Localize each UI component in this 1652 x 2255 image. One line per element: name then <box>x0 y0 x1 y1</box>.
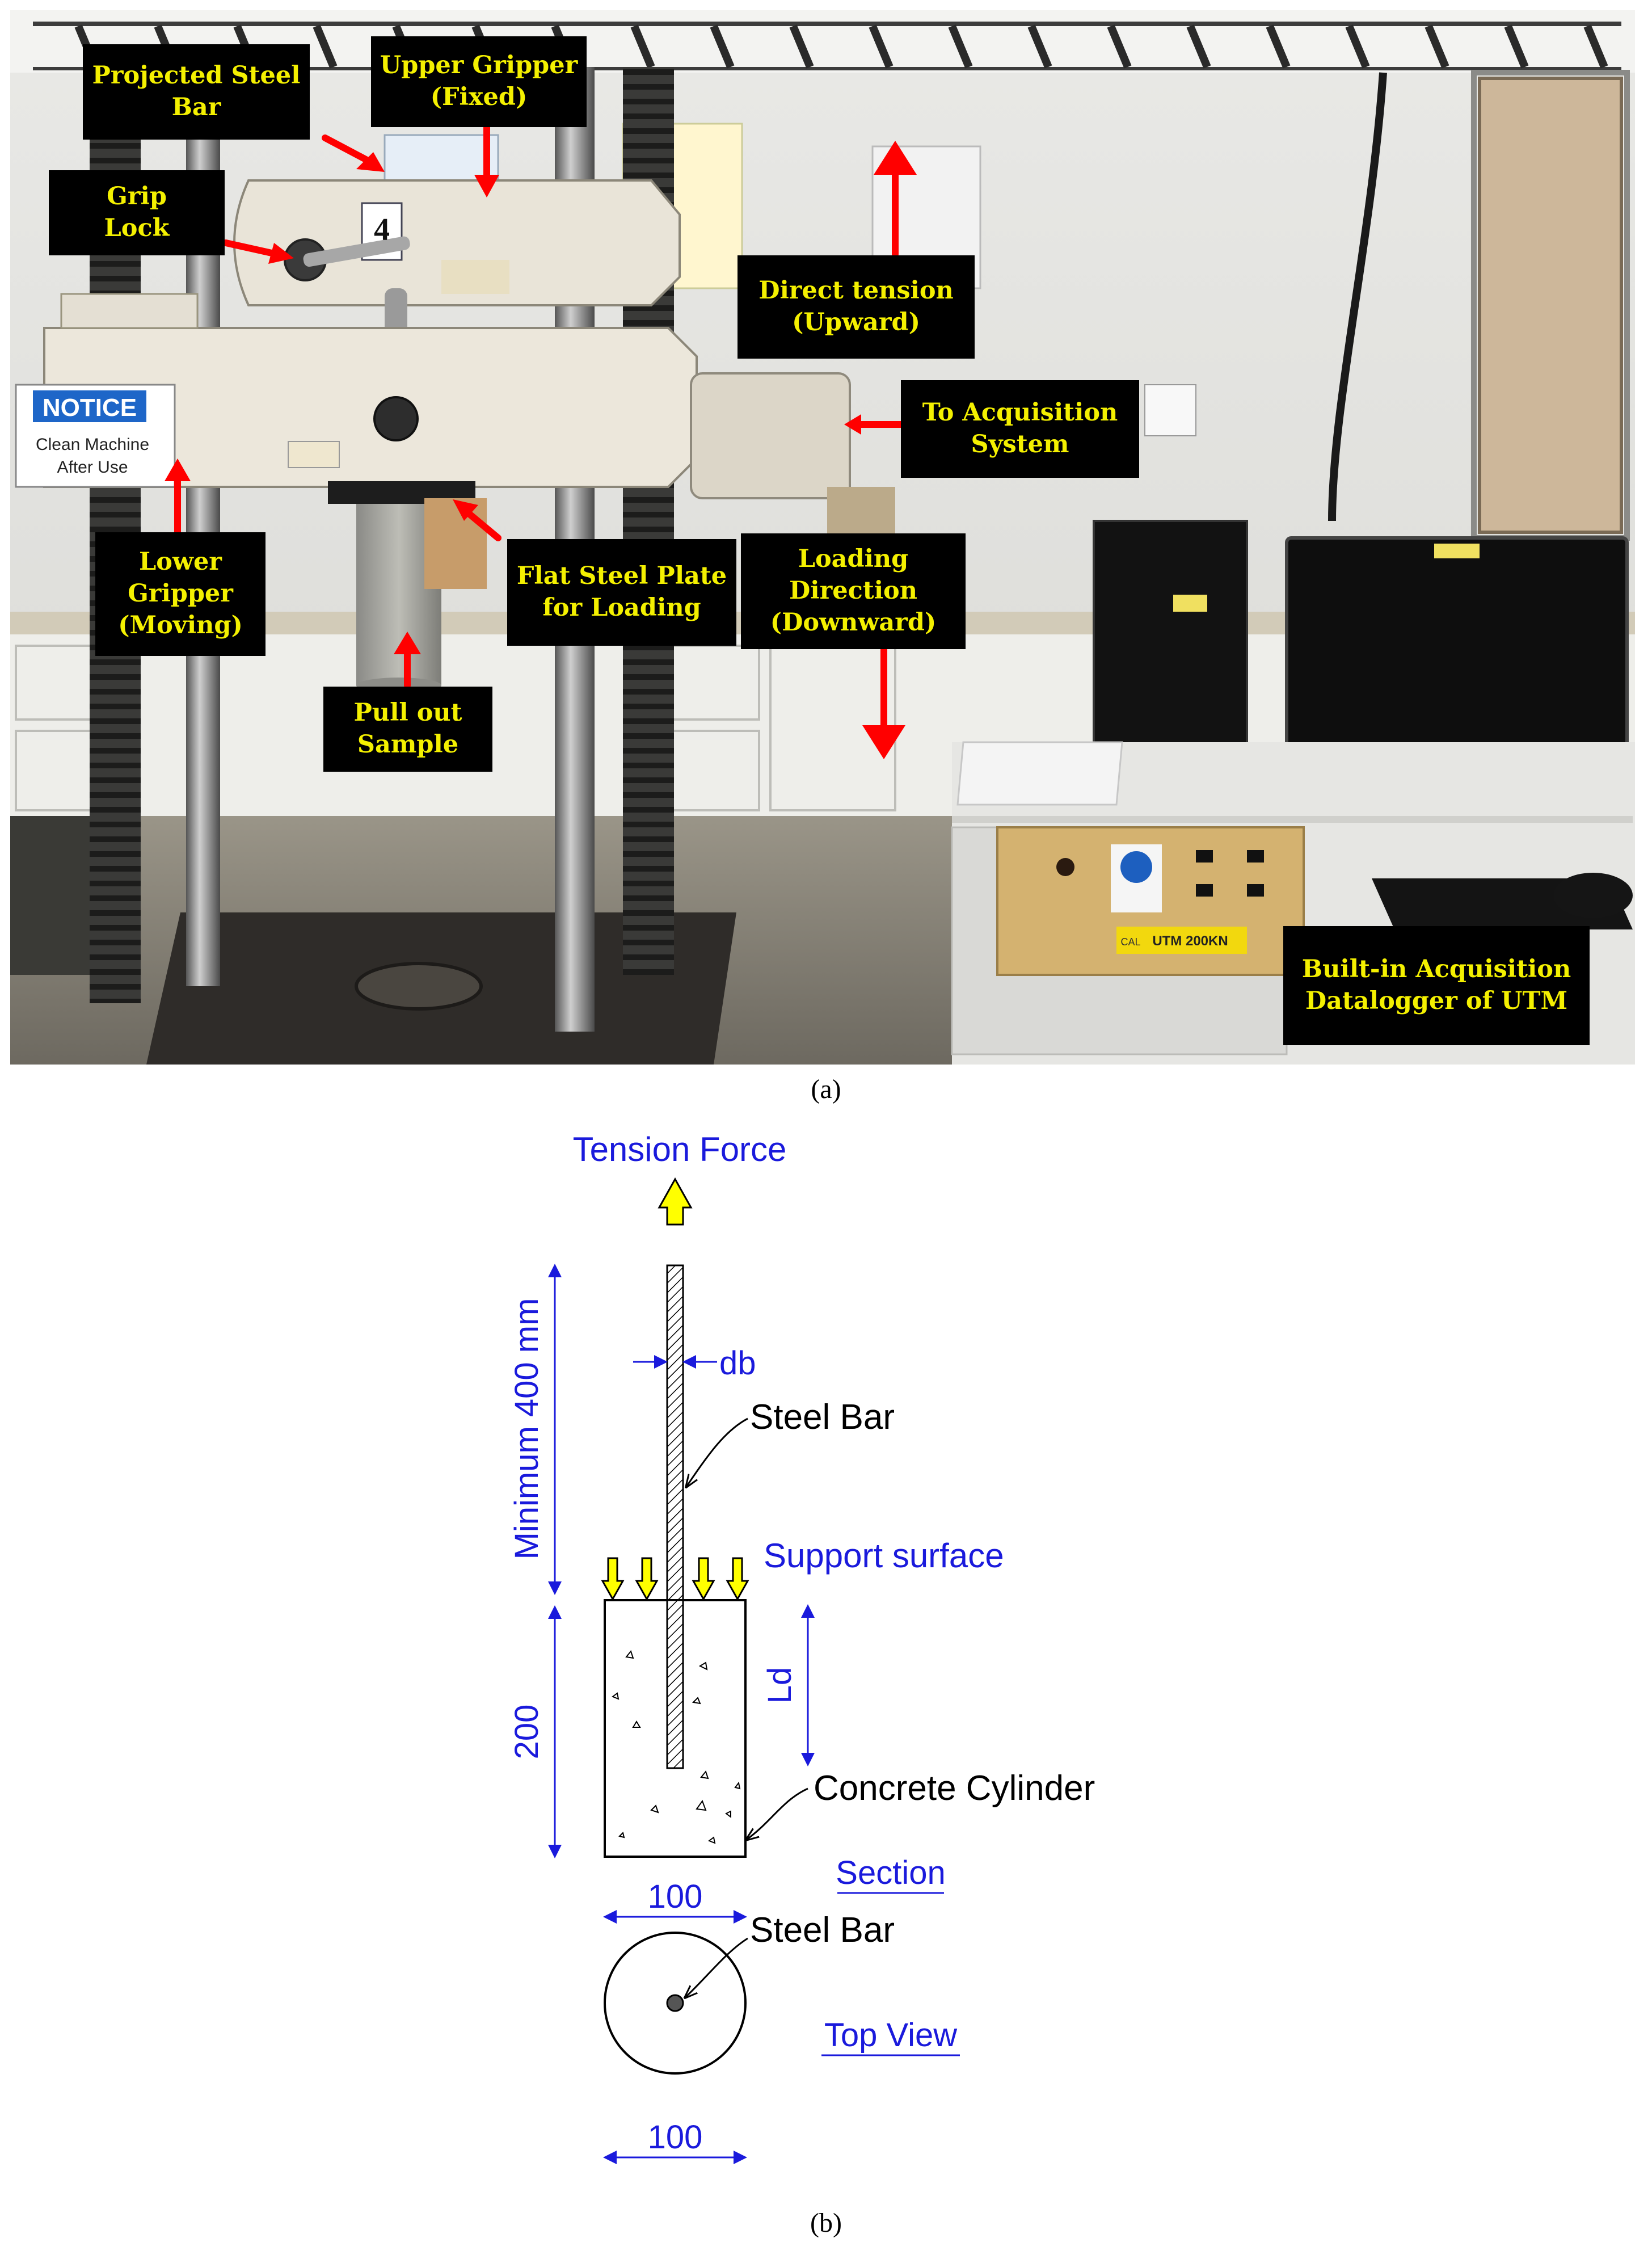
label-lower-gripper-line1: Lower <box>139 548 222 577</box>
label-datalogger-line1: Built-in Acquisition <box>1301 955 1571 984</box>
tension-force-label: Tension Force <box>573 1130 787 1168</box>
label-upper-gripper-line2: (Fixed) <box>430 83 528 111</box>
arrowhead-upper-gripper <box>474 175 499 197</box>
notice-line1: Clean Machine <box>36 435 149 454</box>
label-built-in-datalogger: Built-in Acquisition Datalogger of UTM <box>1283 926 1590 1045</box>
arrowhead-direct-tension <box>874 141 917 175</box>
height-label: 200 <box>508 1705 545 1760</box>
label-to-acquisition-line2: System <box>971 430 1069 458</box>
top-view-label: Top View <box>824 2017 958 2054</box>
ld-label: Ld <box>761 1667 798 1704</box>
arrowhead-lower-gripper <box>165 458 191 481</box>
concrete-cylinder-leader <box>747 1787 808 1840</box>
top-steel-bar-leader <box>685 1937 748 1997</box>
label-datalogger-line2: Datalogger of UTM <box>1305 987 1568 1015</box>
db-label: db <box>719 1345 756 1382</box>
arrowhead-projected-bar <box>356 152 385 172</box>
arrow-projected-bar <box>322 134 377 167</box>
label-upper-gripper-line1: Upper Gripper <box>380 51 578 80</box>
label-lower-gripper: Lower Gripper (Moving) <box>95 532 266 656</box>
machine-number: 4 <box>374 212 390 247</box>
top-width-label: 100 <box>648 2119 703 2156</box>
specimen-drawing: Tension Force Support surface Minimum 40… <box>508 1130 1095 2164</box>
drawing-panel-b: Tension Force Support surface Minimum 40… <box>0 1112 1652 2190</box>
label-to-acquisition-line1: To Acquisition <box>922 398 1118 427</box>
notice-line2: After Use <box>57 458 128 477</box>
label-to-acquisition-system: To Acquisition System <box>901 380 1139 478</box>
label-pull-out-sample-line2: Sample <box>357 730 459 759</box>
label-grip-lock: Grip Lock <box>49 170 225 255</box>
photo-panel-a: NOTICE Clean Machine After Use 4 UTM 200… <box>10 10 1635 1065</box>
label-loading-direction: Loading Direction (Downward) <box>741 533 966 649</box>
notice-title: NOTICE <box>43 394 137 422</box>
label-flat-steel-plate: Flat Steel Plate for Loading <box>507 539 736 646</box>
top-view-bar <box>666 1994 684 2012</box>
section-label: Section <box>836 1854 945 1891</box>
label-loading-direction-line1: Loading <box>798 545 909 574</box>
steel-bar-leader <box>686 1417 748 1487</box>
tension-force-arrow <box>658 1177 693 1226</box>
top-view-circle <box>604 1932 747 2075</box>
label-lower-gripper-line2: Gripper <box>128 579 233 608</box>
label-pull-out-sample-line1: Pull out <box>353 699 462 727</box>
label-loading-direction-line3: (Downward) <box>770 608 937 637</box>
label-upper-gripper: Upper Gripper (Fixed) <box>371 36 587 127</box>
label-direct-tension-line1: Direct tension <box>758 276 954 305</box>
support-surface-label: Support surface <box>764 1537 1004 1575</box>
label-direct-tension: Direct tension (Upward) <box>738 255 975 359</box>
arrowhead-flat-plate <box>453 499 478 521</box>
label-loading-direction-line2: Direction <box>789 577 917 605</box>
section-width-label: 100 <box>648 1878 703 1915</box>
top-steel-bar-label: Steel Bar <box>750 1911 895 1950</box>
concrete-cylinder-label: Concrete Cylinder <box>814 1769 1095 1808</box>
label-grip-lock-line2: Lock <box>104 214 170 242</box>
arrowhead-pull-out <box>394 632 421 654</box>
arrowhead-grip-lock <box>268 243 294 264</box>
cal-tag-text: CAL <box>1120 936 1140 948</box>
label-pull-out-sample: Pull out Sample <box>323 687 492 772</box>
label-projected-steel-bar-line1: Projected Steel <box>92 61 301 90</box>
label-projected-steel-bar: Projected Steel Bar <box>83 44 310 140</box>
label-direct-tension-line2: (Upward) <box>792 308 920 336</box>
steel-bar-label: Steel Bar <box>750 1398 895 1437</box>
label-grip-lock-line1: Grip <box>107 182 167 211</box>
label-lower-gripper-line3: (Moving) <box>118 611 243 640</box>
utm-tag-text: UTM 200KN <box>1152 933 1228 949</box>
label-projected-steel-bar-line2: Bar <box>171 93 221 121</box>
arrowhead-acquisition <box>844 414 861 435</box>
embedded-bar <box>666 1599 684 1769</box>
label-flat-steel-plate-line1: Flat Steel Plate <box>516 562 727 591</box>
arrowhead-loading-direction <box>862 725 905 759</box>
utm-tag <box>1116 927 1247 954</box>
support-arrows <box>601 1557 749 1601</box>
caption-b: (b) <box>810 2208 842 2238</box>
min-length-label: Minimum 400 mm <box>508 1298 545 1560</box>
label-flat-steel-plate-line2: for Loading <box>542 594 701 622</box>
aggregate-marks <box>611 1650 741 1844</box>
photo-arrows <box>165 120 917 759</box>
arrow-grip-lock <box>222 239 280 258</box>
caption-a: (a) <box>811 1074 841 1104</box>
